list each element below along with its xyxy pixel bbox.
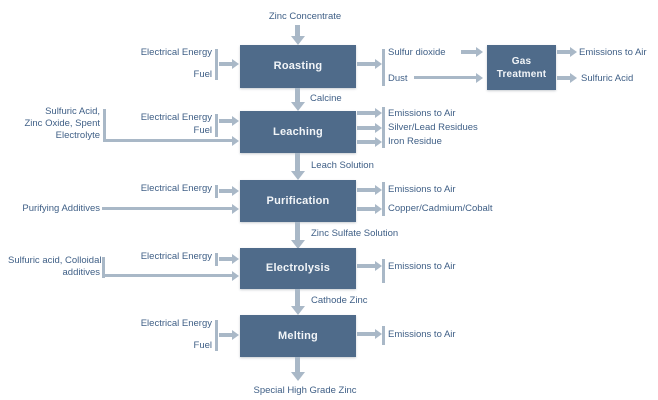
connector-bar-electrolysis-outputs bbox=[382, 259, 385, 283]
output-label-leaching-emissions: Emissions to Air bbox=[388, 108, 456, 119]
connector-bar-electrolysis-side-input bbox=[102, 257, 105, 278]
flow-label-special-high-grade-zinc: Special High Grade Zinc bbox=[253, 385, 357, 396]
arrow-inputs-to-purification bbox=[219, 189, 232, 193]
input-label-leaching-zinc-oxide-spent: Zinc Oxide, Spent bbox=[24, 118, 100, 129]
process-label-treatment: Treatment bbox=[496, 68, 547, 80]
connector-bar-roasting-inputs bbox=[215, 49, 218, 80]
connector-bar-roasting-outputs bbox=[382, 49, 385, 86]
arrow-melting-to-final-output bbox=[295, 357, 300, 372]
output-label-dust: Dust bbox=[388, 73, 408, 84]
arrow-inputs-to-melting bbox=[219, 333, 232, 337]
input-label-roasting-electrical-energy: Electrical Energy bbox=[140, 47, 212, 58]
arrow-inputs-to-roasting bbox=[219, 62, 232, 66]
arrow-leaching-to-emissions bbox=[357, 111, 375, 115]
arrow-inputs-to-electrolysis bbox=[219, 257, 232, 261]
arrow-inputs-to-leaching bbox=[219, 119, 232, 123]
output-label-iron-residue: Iron Residue bbox=[388, 136, 442, 147]
output-label-purification-emissions: Emissions to Air bbox=[388, 184, 456, 195]
input-label-roasting-fuel: Fuel bbox=[193, 69, 212, 80]
output-label-copper-cadmium-cobalt: Copper/Cadmium/Cobalt bbox=[388, 203, 493, 214]
input-label-leaching-sulfuric-acid: Sulfuric Acid, bbox=[45, 106, 100, 117]
process-label-leaching: Leaching bbox=[273, 125, 323, 138]
input-label-electrolysis-sulfuric-colloidal: Sulfuric acid, Colloidal bbox=[8, 255, 102, 266]
connector-bar-melting-outputs bbox=[382, 326, 385, 345]
arrow-purifying-additives-to-purification bbox=[102, 207, 232, 210]
arrow-gas-treatment-to-emissions bbox=[557, 50, 570, 54]
process-label-purification: Purification bbox=[266, 194, 330, 207]
process-label-electrolysis: Electrolysis bbox=[265, 262, 331, 274]
process-box-melting: Melting bbox=[240, 315, 356, 357]
process-box-purification: Purification bbox=[240, 180, 356, 222]
connector-bar-leaching-inputs bbox=[215, 114, 218, 137]
process-label-melting: Melting bbox=[278, 329, 318, 342]
arrow-purification-to-copper-cadmium-cobalt bbox=[357, 207, 375, 211]
flow-label-zinc-concentrate: Zinc Concentrate bbox=[268, 11, 342, 22]
flow-label-leach-solution: Leach Solution bbox=[311, 160, 374, 171]
connector-bar-electrolysis-inputs bbox=[215, 253, 218, 266]
arrow-leaching-to-silver-lead bbox=[357, 126, 375, 130]
input-label-leaching-electrical-energy: Electrical Energy bbox=[140, 112, 212, 123]
flow-label-calcine: Calcine bbox=[310, 93, 342, 104]
output-label-electrolysis-emissions: Emissions to Air bbox=[388, 261, 456, 272]
input-label-electrolysis-electrical-energy: Electrical Energy bbox=[140, 251, 212, 262]
arrow-melting-to-emissions bbox=[357, 332, 375, 336]
arrow-electrolysis-to-emissions bbox=[357, 264, 375, 268]
connector-bar-purification-outputs bbox=[382, 182, 385, 216]
arrow-dust-to-gas-treatment bbox=[414, 76, 476, 79]
connector-bar-leaching-outputs bbox=[382, 107, 385, 148]
arrow-purification-to-emissions bbox=[357, 188, 375, 192]
process-label-gas: Gas bbox=[511, 55, 532, 67]
arrow-side-input-to-leaching bbox=[103, 139, 232, 142]
arrow-roasting-to-leaching bbox=[295, 88, 300, 102]
output-label-sulfur-dioxide: Sulfur dioxide bbox=[388, 47, 446, 58]
flow-label-zinc-sulfate-solution: Zinc Sulfate Solution bbox=[311, 228, 399, 239]
arrow-leaching-to-purification bbox=[295, 153, 300, 171]
process-label-roasting: Roasting bbox=[273, 60, 323, 72]
connector-bar-purification-inputs bbox=[215, 185, 218, 198]
flow-label-cathode-zinc: Cathode Zinc bbox=[311, 295, 368, 306]
output-label-sulfuric-acid: Sulfuric Acid bbox=[581, 73, 634, 84]
output-label-gas-treatment-emissions: Emissions to Air bbox=[579, 47, 647, 58]
process-box-electrolysis: Electrolysis bbox=[240, 248, 356, 289]
process-box-leaching: Leaching bbox=[240, 111, 356, 153]
arrow-sulfur-dioxide-to-gas-treatment bbox=[461, 50, 476, 54]
arrow-electrolysis-to-melting bbox=[295, 289, 300, 306]
input-label-melting-electrical-energy: Electrical Energy bbox=[140, 318, 212, 329]
process-box-gas-treatment: Gas Treatment bbox=[487, 45, 556, 90]
arrow-purification-to-electrolysis bbox=[295, 222, 300, 240]
connector-bar-melting-inputs bbox=[215, 320, 218, 351]
input-label-leaching-electrolyte: Electrolyte bbox=[55, 130, 100, 141]
arrow-side-input-to-electrolysis bbox=[102, 274, 232, 277]
input-label-purification-electrical-energy: Electrical Energy bbox=[140, 183, 212, 194]
output-label-melting-emissions: Emissions to Air bbox=[388, 329, 456, 340]
arrow-roasting-to-outputs bbox=[357, 62, 375, 66]
arrow-zinc-concentrate-to-roasting bbox=[295, 25, 300, 36]
output-label-silver-lead-residues: Silver/Lead Residues bbox=[388, 122, 478, 133]
connector-bar-leaching-side-input bbox=[103, 109, 106, 142]
input-label-melting-fuel: Fuel bbox=[193, 340, 212, 351]
arrow-gas-treatment-to-sulfuric-acid bbox=[557, 76, 570, 80]
process-box-roasting: Roasting bbox=[240, 45, 356, 88]
arrow-leaching-to-iron-residue bbox=[357, 140, 375, 144]
input-label-electrolysis-additives: additives bbox=[62, 267, 101, 278]
input-label-leaching-fuel: Fuel bbox=[193, 125, 212, 136]
input-label-purifying-additives: Purifying Additives bbox=[22, 203, 100, 214]
